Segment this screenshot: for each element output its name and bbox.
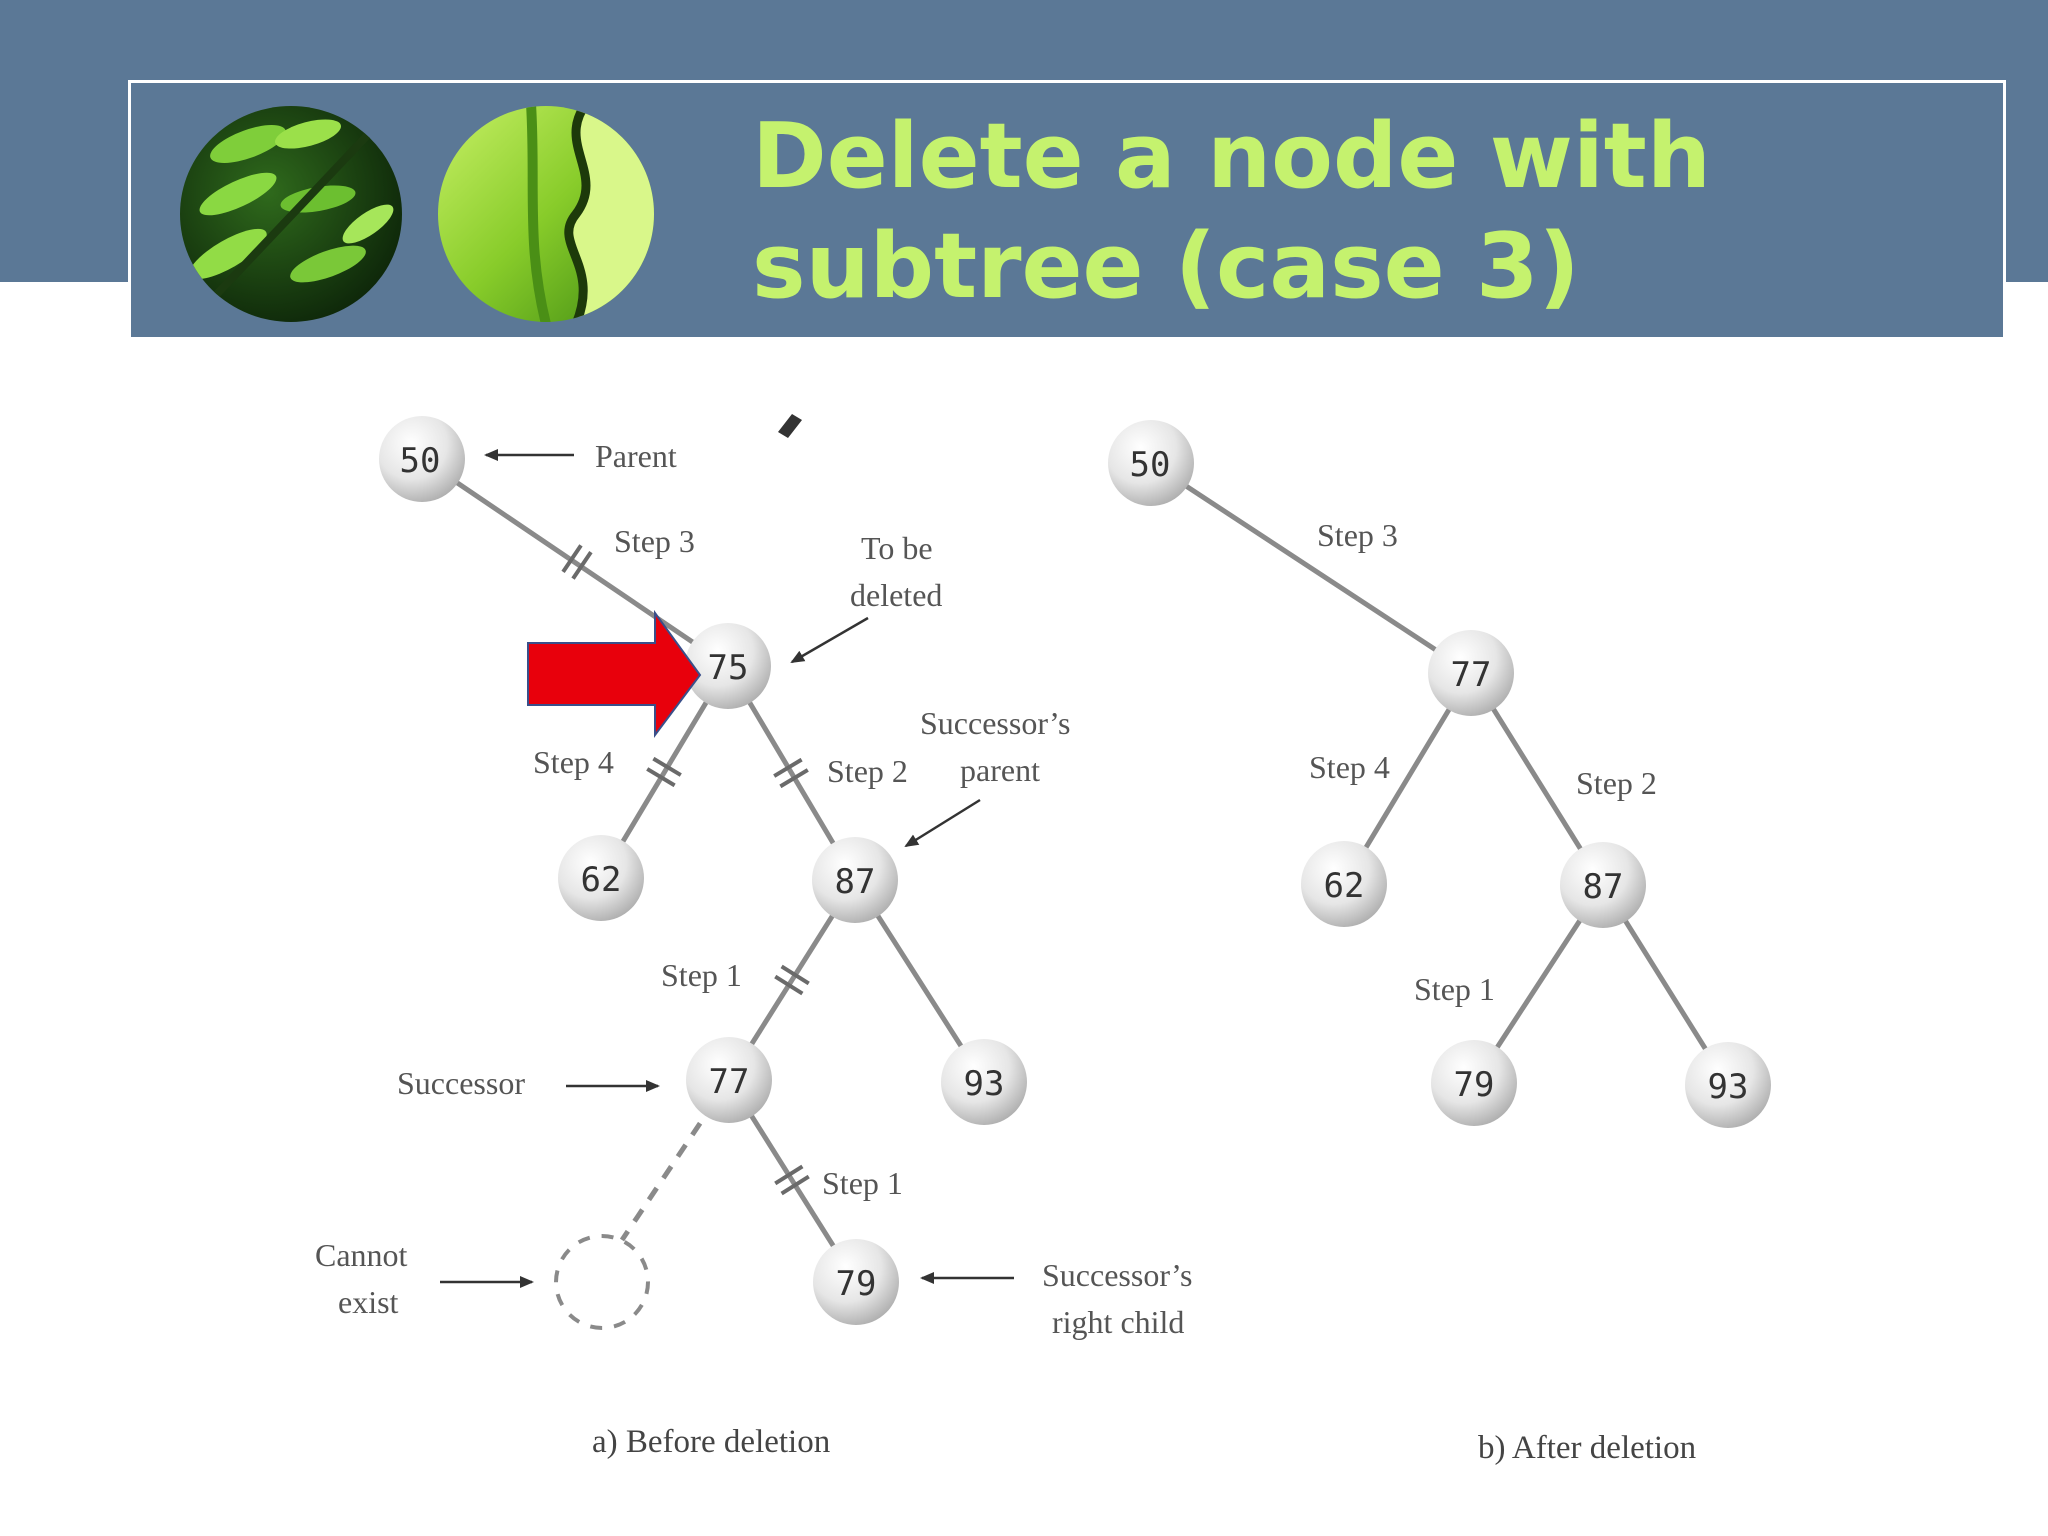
title-line-2: subtree (case 3): [752, 214, 1580, 319]
label-succ-parent-2: parent: [960, 752, 1040, 788]
label-succ-right-2: right child: [1052, 1304, 1184, 1340]
highlight-arrow: [527, 609, 702, 738]
label-to-be: To be: [861, 530, 933, 566]
label-step2: Step 2: [827, 753, 908, 789]
svg-text:79: 79: [836, 1264, 877, 1304]
svg-text:77: 77: [709, 1062, 750, 1102]
after-node-77: 77: [1428, 630, 1514, 716]
before-node-79: 79: [813, 1239, 899, 1325]
label-step3: Step 3: [614, 523, 695, 559]
after-node-62: 62: [1301, 841, 1387, 927]
label-succ-parent-1: Successor’s: [920, 705, 1071, 741]
caption-before: a) Before deletion: [592, 1424, 830, 1460]
after-node-79: 79: [1431, 1040, 1517, 1126]
after-node-93: 93: [1685, 1042, 1771, 1128]
after-label-step4: Step 4: [1309, 749, 1390, 785]
after-node-50: 50: [1108, 420, 1194, 506]
svg-text:62: 62: [581, 860, 622, 900]
svg-text:75: 75: [708, 648, 749, 688]
slide-title: Delete a node with subtree (case 3): [752, 102, 1952, 322]
after-edge-50-77: [1149, 460, 1473, 676]
svg-text:79: 79: [1454, 1065, 1495, 1105]
label-successor: Successor: [397, 1065, 525, 1101]
title-line-1: Delete a node with: [752, 104, 1711, 209]
svg-text:50: 50: [400, 441, 441, 481]
caption-after: b) After deletion: [1478, 1430, 1696, 1466]
edge-50-75: [420, 456, 730, 669]
after-node-87: 87: [1560, 842, 1646, 928]
cut-mark-step4: [646, 756, 682, 788]
svg-text:87: 87: [835, 862, 876, 902]
label-succ-right-1: Successor’s: [1042, 1257, 1193, 1293]
cut-marks: [561, 544, 810, 1196]
svg-text:62: 62: [1324, 866, 1365, 906]
label-cannot: Cannot: [315, 1237, 408, 1273]
label-deleted: deleted: [850, 577, 942, 613]
before-node-50: 50: [379, 416, 465, 502]
cut-mark-step1a: [774, 964, 810, 996]
label-step1-b: Step 1: [822, 1165, 903, 1201]
arrow-to-succ-parent: [904, 798, 981, 848]
arrow-to-deleted: [790, 616, 869, 664]
svg-text:77: 77: [1451, 655, 1492, 695]
ghost-node: [554, 1234, 650, 1330]
label-parent: Parent: [595, 438, 677, 474]
before-node-87: 87: [812, 837, 898, 923]
pencil-mark: [778, 414, 802, 438]
before-node-77: 77: [686, 1037, 772, 1123]
cut-mark-step1b: [774, 1164, 810, 1196]
cut-mark-step2: [773, 757, 809, 789]
label-exist: exist: [338, 1284, 399, 1320]
cut-mark-step3: [561, 544, 593, 580]
after-label-step1: Step 1: [1414, 971, 1495, 1007]
after-label-step2: Step 2: [1576, 765, 1657, 801]
svg-text:93: 93: [964, 1064, 1005, 1104]
before-node-93: 93: [941, 1039, 1027, 1125]
label-step4: Step 4: [533, 744, 614, 780]
leaf-photo-2: [438, 106, 654, 322]
leaf-photo-1: [180, 106, 402, 322]
svg-text:87: 87: [1583, 867, 1624, 907]
before-node-62: 62: [558, 835, 644, 921]
before-node-75: 75: [685, 623, 771, 709]
svg-text:50: 50: [1130, 445, 1171, 485]
svg-text:93: 93: [1708, 1067, 1749, 1107]
after-label-step3: Step 3: [1317, 517, 1398, 553]
label-step1-a: Step 1: [661, 957, 742, 993]
pointer-arrows: [440, 449, 1014, 1288]
